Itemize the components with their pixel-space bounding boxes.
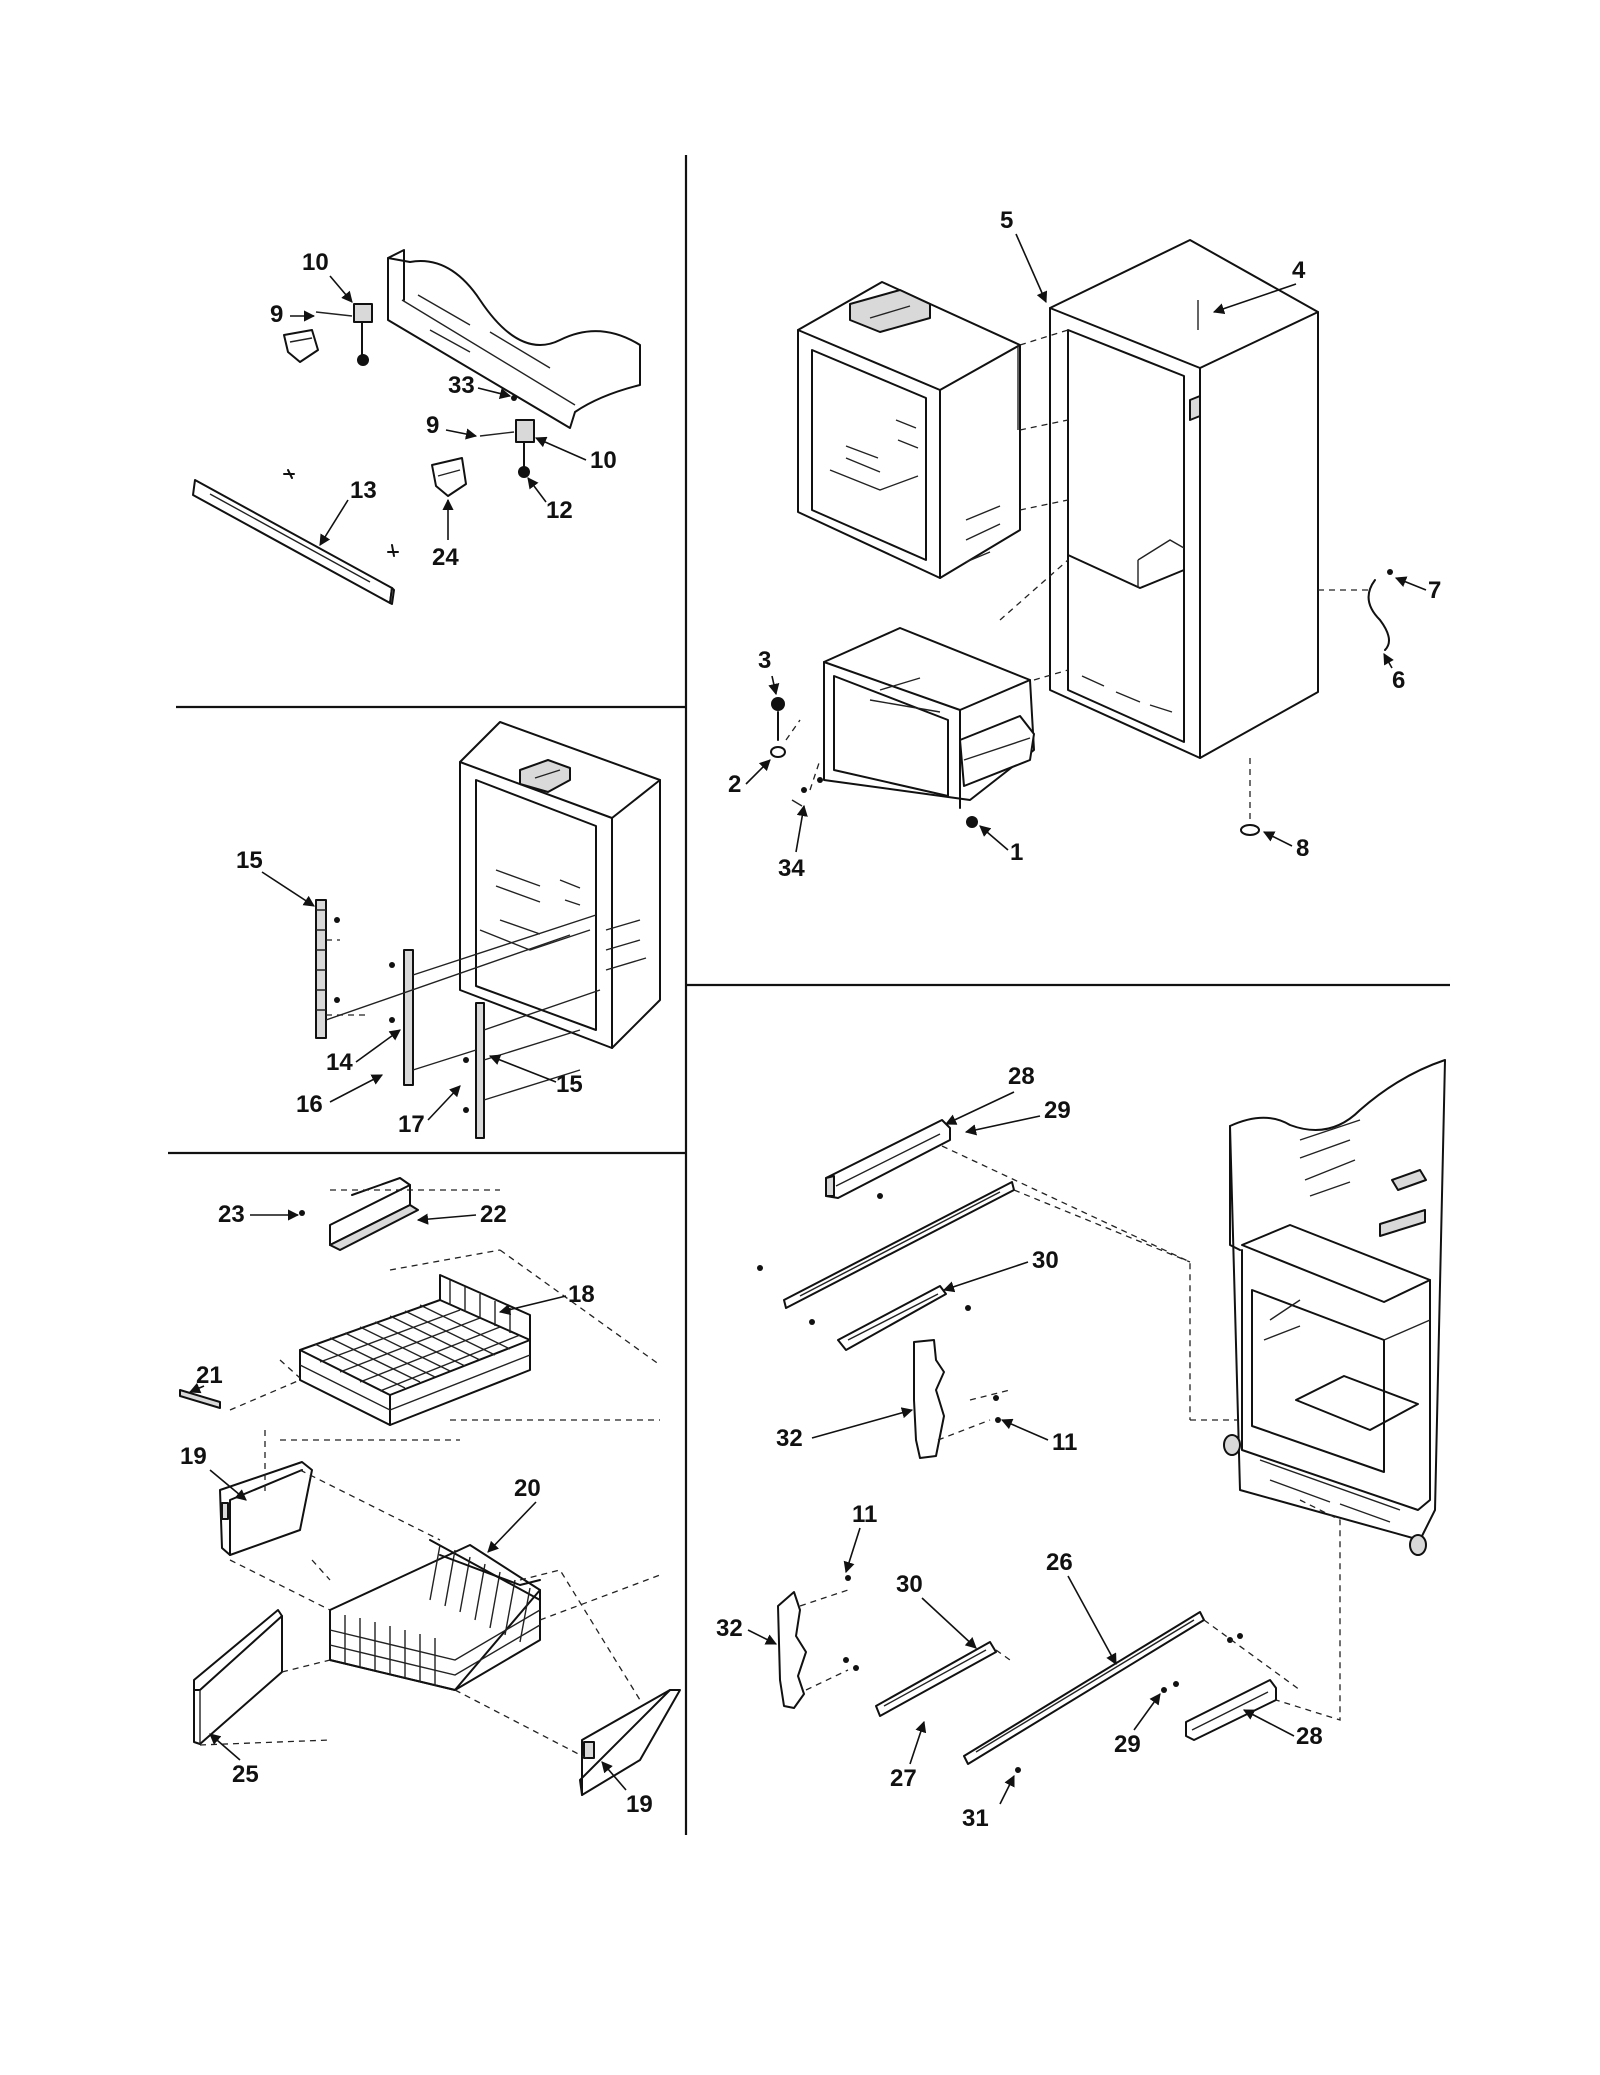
label-31: 31	[962, 1805, 989, 1832]
side-panel-left	[219, 1461, 313, 1556]
label-3: 3	[758, 647, 771, 674]
slide-bracket-upper	[809, 1285, 971, 1351]
callouts-bottom-right: 28 29 30 32 11 11 26 30 32 28 29 27 31	[716, 1063, 1323, 1832]
callouts-mid-left: 15 14 16 17 15	[236, 847, 583, 1138]
guides-bottom-left	[199, 1189, 661, 1761]
label-15a: 15	[236, 847, 263, 874]
label-7: 7	[1428, 577, 1441, 604]
label-21: 21	[196, 1362, 223, 1389]
freezer-drawer-liner	[823, 627, 1035, 828]
label-9a: 9	[270, 301, 283, 328]
label-28a: 28	[1008, 1063, 1035, 1090]
hinge-block-lower	[479, 395, 535, 478]
slide-end-cap-lower	[1161, 1633, 1277, 1741]
rail-15-left	[315, 899, 327, 1039]
label-10a: 10	[302, 249, 329, 276]
slide-rail-lower	[963, 1611, 1205, 1773]
label-29a: 29	[1044, 1097, 1071, 1124]
basket-handle	[179, 1389, 221, 1409]
label-18: 18	[568, 1281, 595, 1308]
cabinet-bottom-fragment	[1223, 1059, 1446, 1556]
callouts-bottom-left: 23 22 18 21 19 20 25 19	[180, 1201, 653, 1818]
rail-14	[403, 949, 414, 1086]
callouts-top-right: 5 4 7 6 3 2 34 1 8	[728, 207, 1441, 882]
label-19a: 19	[180, 1443, 207, 1470]
panel-top-left: 10 9 33 9 10 12 13 24	[192, 249, 641, 605]
label-32a: 32	[776, 1425, 803, 1452]
panel-bottom-right: 28 29 30 32 11 11 26 30 32 28 29 27 31	[716, 1059, 1446, 1832]
label-11b: 11	[852, 1501, 877, 1528]
cabinet-top-fragment	[387, 249, 641, 429]
label-30a: 30	[1032, 1247, 1059, 1274]
label-23: 23	[218, 1201, 245, 1228]
label-2: 2	[728, 771, 741, 798]
support-32-lower	[777, 1575, 851, 1709]
slide-rail-upper	[757, 1181, 1015, 1309]
label-12: 12	[546, 497, 573, 524]
label-15b: 15	[556, 1071, 583, 1098]
basket-divider-top	[299, 1177, 419, 1251]
guides-top-right	[785, 329, 1370, 820]
panel-mid-left: 15 14 16 17 15	[236, 721, 661, 1139]
label-29b: 29	[1114, 1731, 1141, 1758]
fresh-food-liner	[797, 281, 1021, 579]
hinge-block-upper	[315, 303, 373, 366]
label-10b: 10	[590, 447, 617, 474]
label-32b: 32	[716, 1615, 743, 1642]
panel-bottom-left: 23 22 18 21 19 20 25 19	[179, 1177, 681, 1818]
label-28b: 28	[1296, 1723, 1323, 1750]
rail-15-right	[475, 1002, 485, 1139]
end-panel	[193, 1609, 283, 1745]
side-panel-right	[579, 1689, 681, 1796]
label-25: 25	[232, 1761, 259, 1788]
bracket-upper	[283, 329, 319, 363]
panel-dividers	[168, 155, 1450, 1835]
label-1: 1	[1010, 839, 1023, 866]
label-6: 6	[1392, 667, 1405, 694]
label-11a: 11	[1052, 1429, 1077, 1456]
label-30b: 30	[896, 1571, 923, 1598]
label-17: 17	[398, 1111, 425, 1138]
guides-bottom-right	[799, 1145, 1341, 1721]
trim-strip	[192, 469, 399, 605]
slide-end-cap-upper	[825, 1119, 951, 1199]
label-13: 13	[350, 477, 377, 504]
wire-basket-lower	[329, 1539, 541, 1691]
label-27: 27	[890, 1765, 917, 1792]
callouts-top-left: 10 9 33 9 10 12 13 24	[270, 249, 617, 571]
small-parts-top-right	[770, 569, 1393, 836]
support-32-upper	[913, 1339, 1001, 1459]
label-22: 22	[480, 1201, 507, 1228]
slide-bracket-lower	[853, 1641, 997, 1717]
label-19b: 19	[626, 1791, 653, 1818]
label-5: 5	[1000, 207, 1013, 234]
panel-top-right: 5 4 7 6 3 2 34 1 8	[728, 207, 1441, 882]
label-8: 8	[1296, 835, 1309, 862]
label-4: 4	[1292, 257, 1306, 284]
freezer-liner	[459, 721, 661, 1049]
wire-basket-upper	[299, 1274, 531, 1426]
label-33: 33	[448, 372, 475, 399]
label-26: 26	[1046, 1549, 1073, 1576]
bracket-lower	[431, 457, 467, 497]
label-34: 34	[778, 855, 805, 882]
label-9b: 9	[426, 412, 439, 439]
label-24: 24	[432, 544, 459, 571]
rail-guides	[325, 914, 601, 1113]
cabinet	[1049, 239, 1319, 759]
label-20: 20	[514, 1475, 541, 1502]
label-16: 16	[296, 1091, 323, 1118]
label-14: 14	[326, 1049, 353, 1076]
